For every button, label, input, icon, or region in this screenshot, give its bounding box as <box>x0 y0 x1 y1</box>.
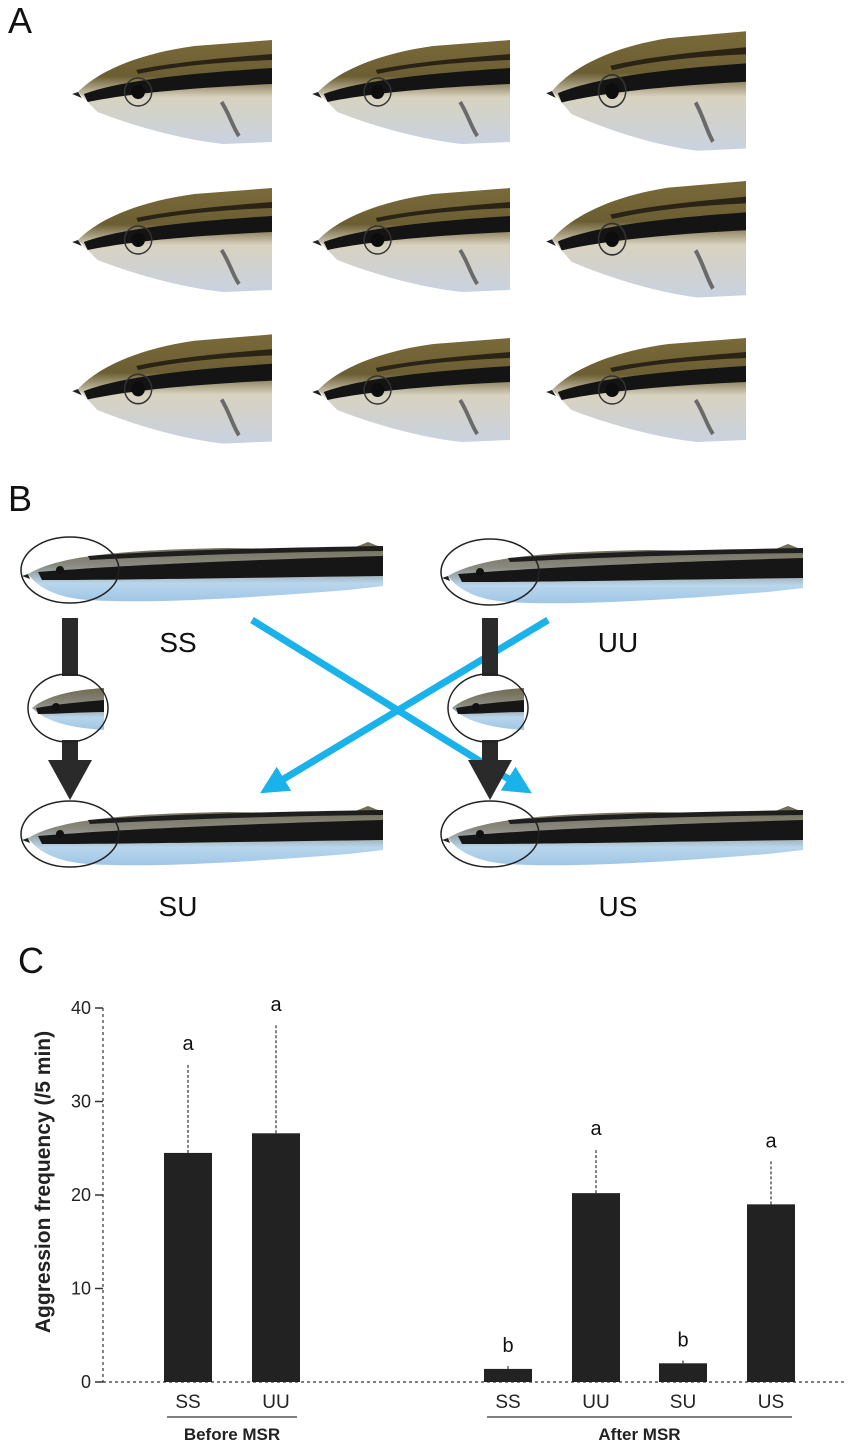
y-tick-label: 0 <box>81 1372 91 1392</box>
y-axis-label: Aggression frequency (/5 min) <box>32 1031 55 1333</box>
head-circle-uu-middle <box>447 673 529 743</box>
bar <box>484 1368 532 1382</box>
arrow-uu-shaft-1 <box>482 618 498 676</box>
diagram-label-us: US <box>599 891 638 922</box>
bars: a a b a b a <box>164 994 795 1382</box>
arrow-ss-shaft-1 <box>62 618 78 676</box>
significance-letter: a <box>182 1033 194 1055</box>
x-axis-labels: SS UU Before MSR SS UU SU US After MSR <box>167 1392 792 1444</box>
fish-head-r2c2 <box>310 186 512 294</box>
y-tick-label: 20 <box>71 1185 91 1205</box>
aggression-bar-chart: 0 10 20 30 40 a a b a b a SS UU Before MSR SS UU SU US A… <box>32 994 845 1444</box>
x-category-label: SS <box>495 1392 520 1413</box>
fish-ss-top <box>22 542 383 602</box>
group-label: After MSR <box>598 1425 680 1444</box>
head-uu-middle <box>452 688 524 730</box>
fish-head-r3c2 <box>310 336 512 444</box>
arrow-uu-shaft-2 <box>482 740 498 766</box>
arrow-ss-shaft-2 <box>62 740 78 766</box>
x-category-label: SU <box>670 1392 696 1413</box>
fish-su-bottom <box>22 806 383 866</box>
fish-head-r1c2 <box>310 38 512 146</box>
bar <box>252 1133 300 1382</box>
fish-uu-top <box>442 544 803 604</box>
fish-head-photo-grid <box>0 0 851 470</box>
head-ss-middle <box>32 688 104 730</box>
bar <box>659 1363 707 1382</box>
fish-us-bottom <box>442 806 803 866</box>
diagram-label-su: SU <box>159 891 198 922</box>
head-circle-us-bottom <box>440 800 540 868</box>
arrow-ss-head <box>48 760 92 800</box>
x-category-label: UU <box>582 1392 609 1413</box>
fish-head-r3c1 <box>72 334 272 443</box>
fish-head-r3c3 <box>544 336 748 444</box>
arrow-uu-head <box>468 760 512 800</box>
significance-letter: a <box>270 994 282 1016</box>
significance-letter: a <box>590 1118 602 1140</box>
x-category-label: UU <box>262 1392 289 1413</box>
significance-letter: a <box>765 1130 777 1152</box>
y-tick-label: 40 <box>71 998 91 1018</box>
fish-head-r2c3 <box>546 181 746 297</box>
panel-letter-c: C <box>18 940 44 981</box>
head-circle-ss-top <box>20 536 120 604</box>
panel-letter-a: A <box>8 0 33 41</box>
fish-head-r1c3 <box>546 31 746 151</box>
y-axis: 0 10 20 30 40 <box>71 998 845 1392</box>
head-circle-su-bottom <box>20 800 120 868</box>
arrow-uu-to-su <box>260 617 550 794</box>
diagram-label-uu: UU <box>598 627 638 658</box>
y-tick-label: 30 <box>71 1092 91 1112</box>
bar <box>747 1204 795 1382</box>
y-tick-label: 10 <box>71 1279 91 1299</box>
head-circle-ss-middle <box>27 673 109 743</box>
head-circle-uu-top <box>440 538 540 606</box>
significance-letter: b <box>502 1335 513 1357</box>
significance-letter: b <box>677 1329 688 1351</box>
panel-letter-b: B <box>8 478 33 519</box>
diagram-label-ss: SS <box>159 627 196 658</box>
fish-head-r1c1 <box>70 38 275 146</box>
fish-head-r2c1 <box>70 186 275 294</box>
x-category-label: SS <box>175 1392 200 1413</box>
head-swap-diagram: SS UU SU US <box>20 536 803 922</box>
bar <box>572 1193 620 1382</box>
bar <box>164 1152 212 1382</box>
group-label: Before MSR <box>184 1425 280 1444</box>
arrow-ss-to-us <box>250 617 532 794</box>
x-category-label: US <box>758 1392 784 1413</box>
